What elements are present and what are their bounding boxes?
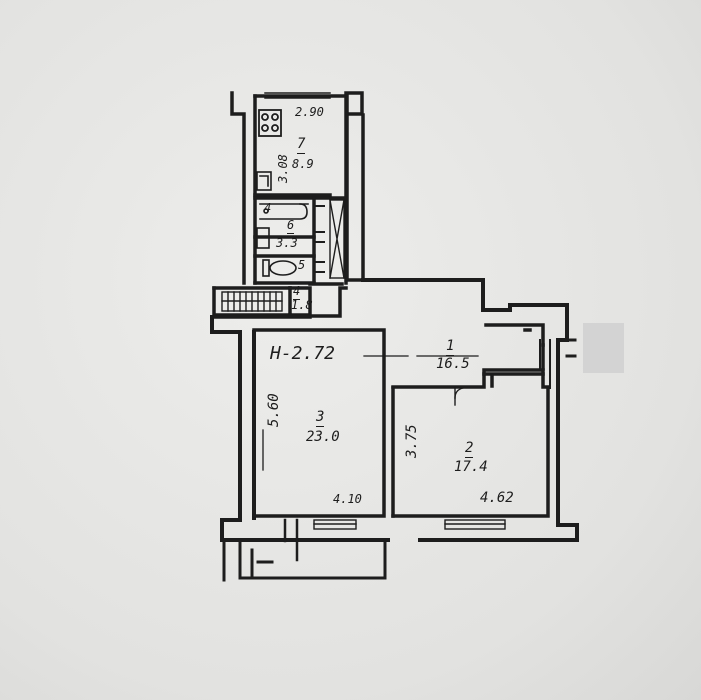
door-marks-wet-block: [313, 205, 325, 273]
room-1-number: 1: [446, 338, 455, 356]
room-3-area: 23.0: [306, 429, 340, 445]
kitchen-window: [264, 92, 331, 99]
room-2-walls: [391, 368, 550, 518]
balcony-outline: [222, 539, 387, 582]
kitchen-wet-block-walls: [230, 91, 365, 285]
room-4-area: 1.8: [291, 298, 313, 312]
room-6-number: 6: [287, 218, 295, 234]
toilet-icon: [262, 259, 297, 277]
room-2-area: 17.4: [454, 459, 488, 475]
dimension-lines: [262, 355, 479, 471]
room-2-length-dimension: 3.75: [404, 424, 420, 458]
bathtub-icon: [259, 203, 309, 220]
entrance-stub: [565, 338, 577, 358]
room-3-number: 3: [316, 409, 325, 427]
room-2-door-swing: [454, 386, 464, 406]
washbasin-icon: [256, 227, 270, 249]
room-6-area: 3.3: [276, 236, 298, 250]
room-5-number: 5: [298, 258, 306, 272]
room-3-width-dimension: 4.10: [333, 492, 362, 506]
window-room-2: [444, 519, 506, 530]
room-1-area: 16.5: [436, 356, 470, 372]
radiator-icon: [221, 291, 283, 312]
room-2-number: 2: [465, 440, 474, 458]
ventilation-shaft: [329, 199, 345, 279]
redaction-patch: [583, 323, 624, 373]
kitchen-width-dimension: 2.90: [295, 105, 324, 119]
room-3-walls: [252, 328, 386, 518]
room-7-number: 7: [297, 136, 306, 154]
room-4b-number: 4: [293, 284, 301, 300]
kitchen-length-dimension: 3.08: [276, 154, 290, 183]
outer-walls: [210, 278, 579, 542]
balcony-door: [283, 518, 299, 562]
room-2-width-dimension: 4.62: [480, 490, 514, 506]
stove-icon: [258, 109, 282, 137]
room-7-area: 8.9: [292, 157, 314, 171]
window-room-3: [313, 519, 357, 530]
hall-walls: [210, 286, 545, 371]
kitchen-sink-icon: [256, 171, 272, 191]
room-4-number: 4: [264, 201, 272, 215]
ceiling-height-label: Н-2.72: [270, 343, 336, 364]
room-3-length-dimension: 5.60: [266, 393, 282, 427]
hallway-right-jamb: [539, 339, 551, 389]
